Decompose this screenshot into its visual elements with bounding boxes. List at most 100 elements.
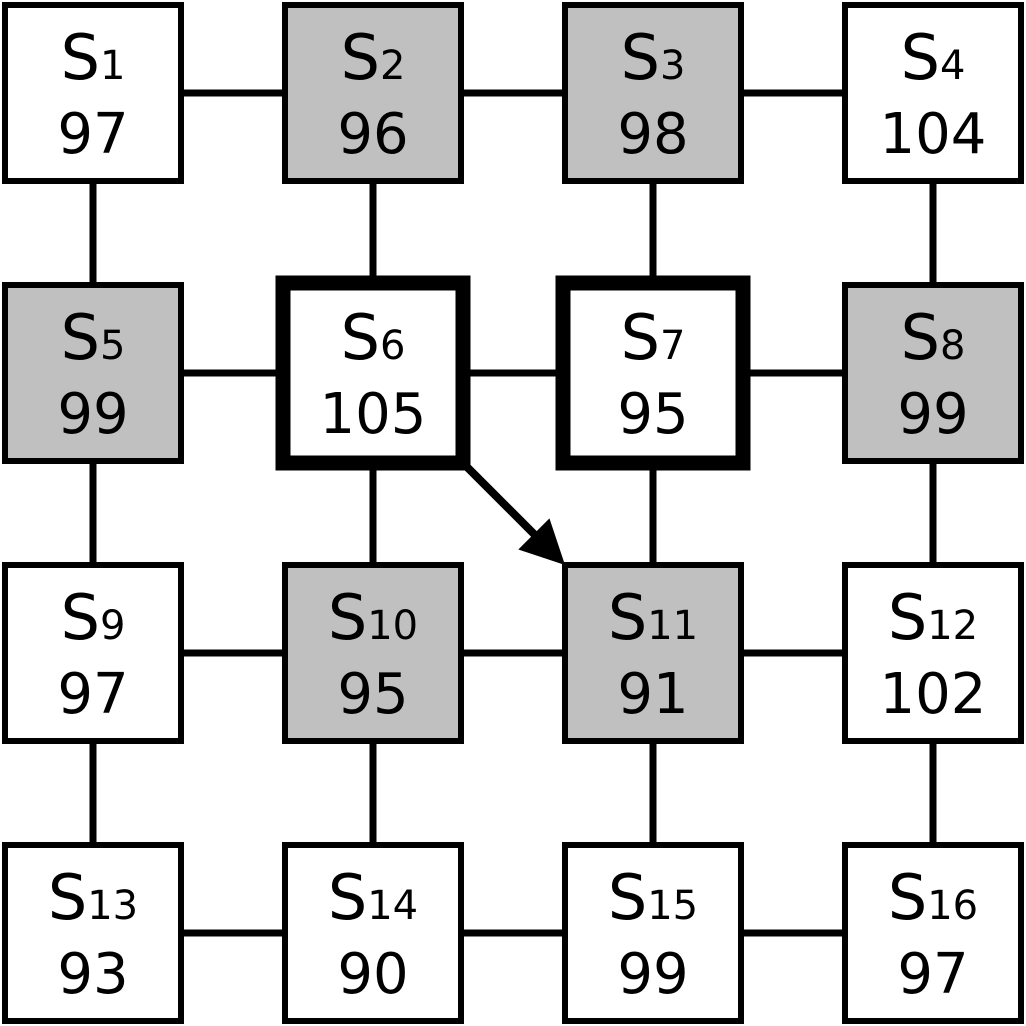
node-box: [2, 562, 184, 744]
node-name: S: [901, 301, 940, 374]
node-box: [282, 842, 464, 1024]
node-name: S: [901, 21, 940, 94]
node-box: [282, 562, 464, 744]
node-name: S: [341, 21, 380, 94]
node-s10: S10 95: [282, 562, 464, 744]
node-subscript: 5: [100, 323, 125, 369]
node-name: S: [608, 581, 647, 654]
node-value: 97: [897, 942, 968, 1007]
node-s4: S4 104: [842, 2, 1024, 184]
node-box: [842, 562, 1024, 744]
node-value: 102: [880, 662, 987, 727]
node-subscript: 14: [367, 883, 418, 929]
node-label: S7: [621, 301, 686, 374]
node-value: 91: [617, 662, 688, 727]
node-name: S: [341, 301, 380, 374]
arrow-layer: [458, 458, 565, 565]
node-value: 98: [617, 102, 688, 167]
node-label: S3: [621, 21, 686, 94]
node-name: S: [328, 861, 367, 934]
node-s15: S15 99: [562, 842, 744, 1024]
node-subscript: 13: [87, 883, 138, 929]
node-value: 104: [880, 102, 987, 167]
node-subscript: 3: [660, 43, 685, 89]
node-label: S5: [61, 301, 126, 374]
node-name: S: [61, 301, 100, 374]
node-box: [2, 282, 184, 464]
node-subscript: 1: [100, 43, 125, 89]
node-label: S13: [48, 861, 138, 934]
node-subscript: 8: [940, 323, 965, 369]
node-s5: S5 99: [2, 282, 184, 464]
node-s1: S1 97: [2, 2, 184, 184]
node-box: [282, 2, 464, 184]
node-label: S12: [888, 581, 978, 654]
node-value: 95: [617, 382, 688, 447]
node-box: [562, 842, 744, 1024]
node-subscript: 12: [927, 603, 978, 649]
node-label: S16: [888, 861, 978, 934]
node-subscript: 6: [380, 323, 405, 369]
node-box: [275, 275, 471, 471]
node-label: S9: [61, 581, 126, 654]
node-name: S: [621, 21, 660, 94]
node-s16: S16 97: [842, 842, 1024, 1024]
arrow-head: [518, 518, 565, 565]
node-label: S10: [328, 581, 418, 654]
node-box: [562, 562, 744, 744]
node-s6: S6 105: [275, 275, 471, 471]
node-box: [555, 275, 751, 471]
node-label: S1: [61, 21, 126, 94]
node-box: [2, 2, 184, 184]
node-s13: S13 93: [2, 842, 184, 1024]
node-value: 90: [337, 942, 408, 1007]
node-name: S: [61, 581, 100, 654]
node-name: S: [888, 581, 927, 654]
node-subscript: 4: [940, 43, 965, 89]
node-s2: S2 96: [282, 2, 464, 184]
node-name: S: [328, 581, 367, 654]
node-s9: S9 97: [2, 562, 184, 744]
node-subscript: 2: [380, 43, 405, 89]
node-value: 95: [337, 662, 408, 727]
node-subscript: 11: [647, 603, 698, 649]
node-s12: S12 102: [842, 562, 1024, 744]
node-s11: S11 91: [562, 562, 744, 744]
node-name: S: [48, 861, 87, 934]
node-subscript: 10: [367, 603, 418, 649]
node-name: S: [621, 301, 660, 374]
node-label: S8: [901, 301, 966, 374]
node-value: 99: [617, 942, 688, 1007]
arrow-shaft: [458, 458, 539, 539]
node-value: 99: [57, 382, 128, 447]
node-s8: S8 99: [842, 282, 1024, 464]
arrow-s6-s11: [458, 458, 565, 565]
node-subscript: 7: [660, 323, 685, 369]
node-s7: S7 95: [555, 275, 751, 471]
node-value: 93: [57, 942, 128, 1007]
node-subscript: 15: [647, 883, 698, 929]
node-value: 105: [320, 382, 427, 447]
node-s3: S3 98: [562, 2, 744, 184]
node-label: S6: [341, 301, 406, 374]
node-label: S4: [901, 21, 966, 94]
node-box: [842, 842, 1024, 1024]
node-name: S: [61, 21, 100, 94]
node-value: 96: [337, 102, 408, 167]
node-name: S: [608, 861, 647, 934]
node-label: S2: [341, 21, 406, 94]
node-subscript: 9: [100, 603, 125, 649]
node-name: S: [888, 861, 927, 934]
node-subscript: 16: [927, 883, 978, 929]
node-s14: S14 90: [282, 842, 464, 1024]
node-box: [842, 2, 1024, 184]
node-value: 99: [897, 382, 968, 447]
node-box: [2, 842, 184, 1024]
node-value: 97: [57, 102, 128, 167]
node-label: S14: [328, 861, 418, 934]
node-value: 97: [57, 662, 128, 727]
node-label: S11: [608, 581, 698, 654]
node-label: S15: [608, 861, 698, 934]
